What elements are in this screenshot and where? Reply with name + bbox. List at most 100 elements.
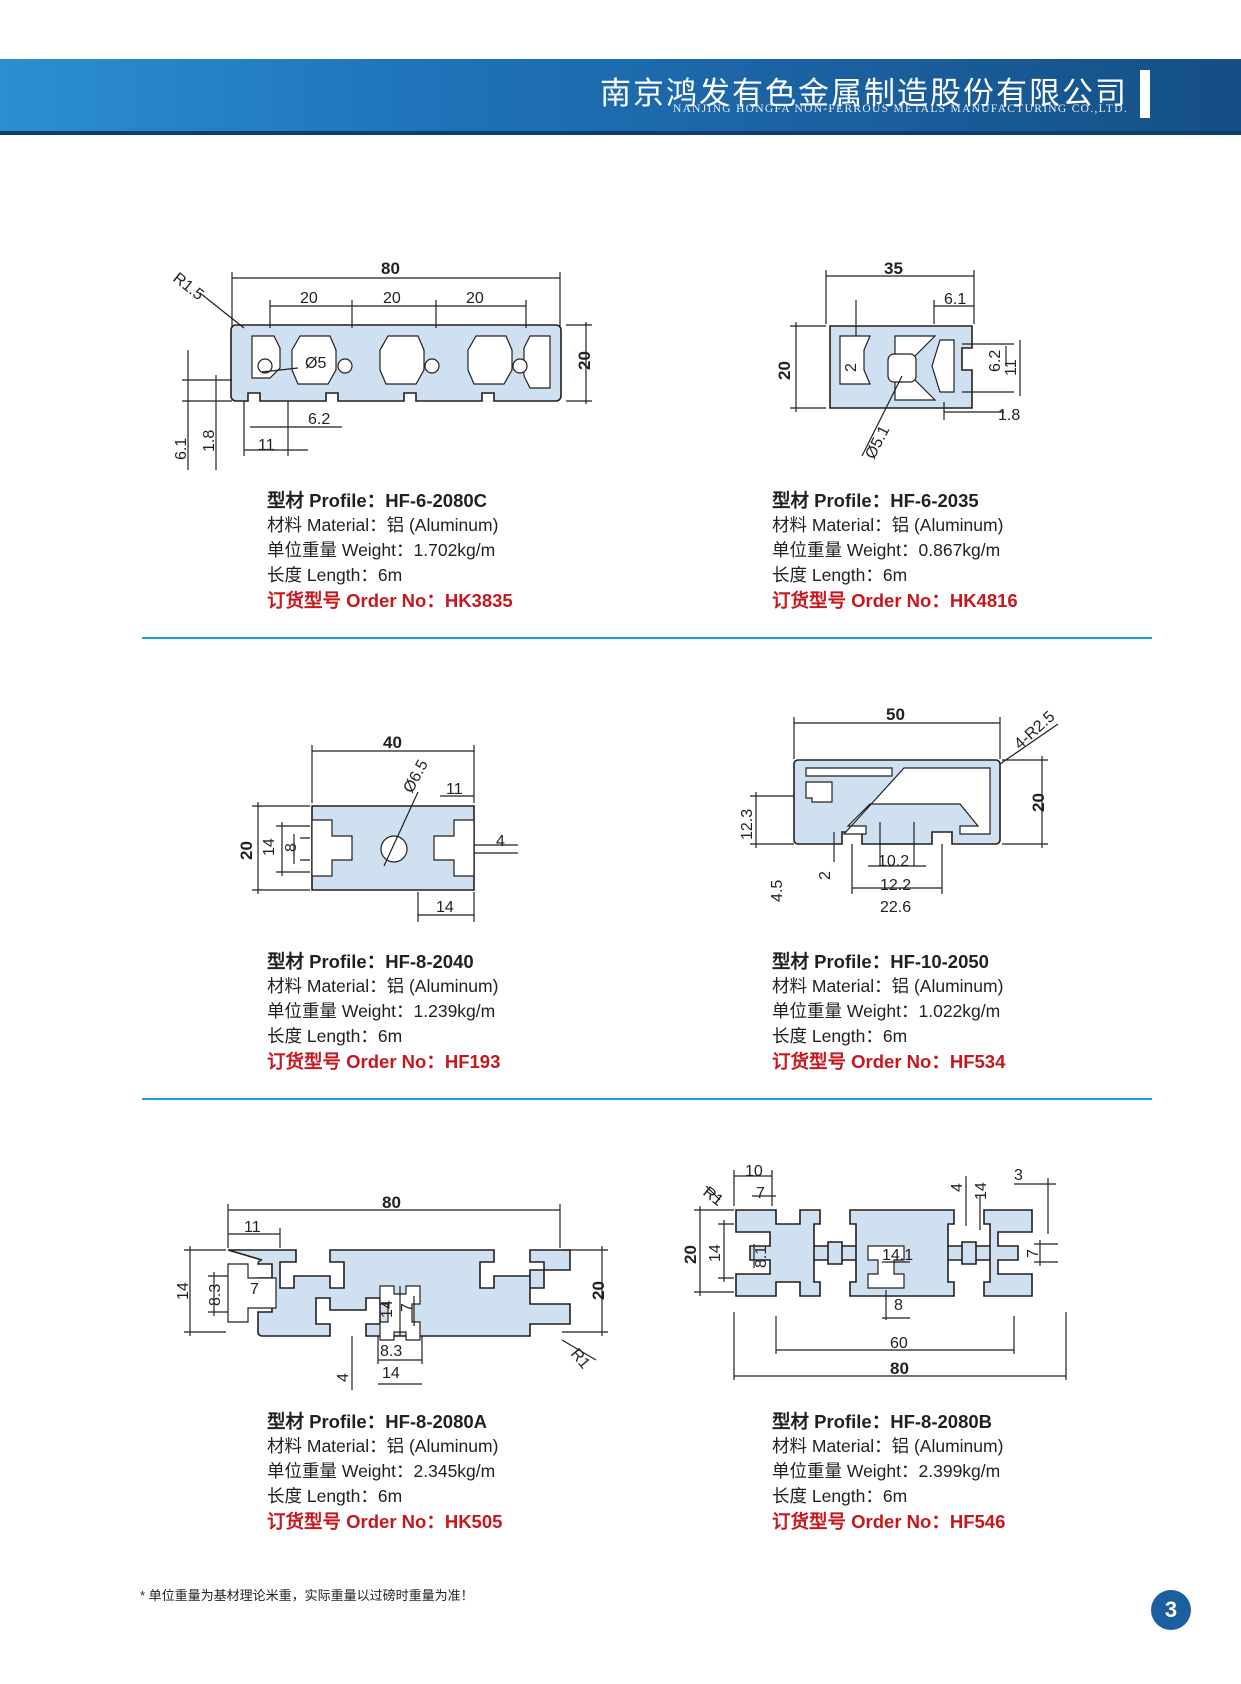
dim-gap-2040: 4 bbox=[496, 833, 505, 850]
dim-width-2080b: 80 bbox=[890, 1359, 909, 1378]
length-value: 6m bbox=[377, 1026, 403, 1046]
dim-height-2035: 20 bbox=[775, 361, 794, 380]
order-number: HF534 bbox=[949, 1051, 1006, 1072]
label-material: 材料 Material： bbox=[772, 1436, 892, 1456]
dim-right-a-2080b: 4 bbox=[949, 1183, 966, 1192]
company-name-cn: 南京鸿发有色金属制造股份有限公司 bbox=[600, 76, 1128, 112]
label-weight: 单位重量 Weight： bbox=[267, 1001, 414, 1021]
dim-lip-2035: 1.8 bbox=[998, 407, 1020, 424]
profile-code: HF-8-2080B bbox=[890, 1411, 993, 1432]
footnote: * 单位重量为基材理论米重，实际重量以过磅时重量为准！ bbox=[140, 1588, 474, 1603]
dim-pitch-c-2080c: 20 bbox=[466, 290, 484, 307]
spec-block-2080c: 型材 Profile：HF-6-2080C 材料 Material：铝 (Alu… bbox=[267, 488, 513, 613]
spec-block-2050: 型材 Profile：HF-10-2050 材料 Material：铝 (Alu… bbox=[772, 949, 1005, 1074]
dim-slot-2080a: 8.3 bbox=[207, 1284, 224, 1306]
dim-width-2050: 50 bbox=[886, 705, 905, 724]
label-weight: 单位重量 Weight： bbox=[772, 1461, 919, 1481]
dim-right-b-2080b: 14 bbox=[973, 1182, 990, 1200]
label-profile: 型材 Profile： bbox=[772, 951, 891, 972]
dim-inner-2080b: 60 bbox=[890, 1335, 908, 1352]
weight-value: 2.399kg/m bbox=[918, 1461, 1001, 1481]
label-material: 材料 Material： bbox=[267, 976, 387, 996]
dim-wall-2035: 2 bbox=[843, 363, 860, 372]
dim-height-2040: 20 bbox=[237, 841, 256, 860]
dim-tooth-2080a: 7 bbox=[250, 1281, 259, 1298]
label-weight: 单位重量 Weight： bbox=[772, 1001, 919, 1021]
label-material: 材料 Material： bbox=[267, 1436, 387, 1456]
dim-inner-b-2035: 11 bbox=[1003, 359, 1020, 376]
dim-slot-h-2040: 8 bbox=[283, 843, 300, 852]
header-banner bbox=[0, 59, 1241, 131]
label-material: 材料 Material： bbox=[267, 515, 387, 535]
weight-value: 0.867kg/m bbox=[918, 540, 1001, 560]
profile-code: HF-8-2080A bbox=[385, 1411, 488, 1432]
label-weight: 单位重量 Weight： bbox=[267, 1461, 414, 1481]
dim-opening-2080c: 11 bbox=[258, 437, 275, 454]
spec-block-2040: 型材 Profile：HF-8-2040 材料 Material：铝 (Alum… bbox=[267, 949, 500, 1074]
company-name-en: NANJING HONGFA NON-FERROUS METALS MANUFA… bbox=[672, 103, 1128, 115]
weight-value: 1.702kg/m bbox=[413, 540, 496, 560]
dim-right-c-2080b: 3 bbox=[1014, 1167, 1023, 1184]
dim-bottom-w-2040: 14 bbox=[436, 899, 454, 916]
dim-slot-2080b: 8.1 bbox=[753, 1246, 770, 1268]
material-value: 铝 (Aluminum) bbox=[386, 976, 499, 996]
page-number: 3 bbox=[1151, 1590, 1191, 1630]
dim-pitch-b-2080c: 20 bbox=[383, 290, 401, 307]
profile-code: HF-6-2035 bbox=[890, 490, 979, 511]
dim-depth-a-2080c: 6.1 bbox=[173, 438, 190, 460]
header-underline bbox=[0, 131, 1241, 135]
dim-width-2035: 35 bbox=[884, 259, 903, 278]
label-profile: 型材 Profile： bbox=[267, 1411, 386, 1432]
dim-slot-2035: 6.1 bbox=[944, 291, 966, 308]
label-profile: 型材 Profile： bbox=[267, 951, 386, 972]
label-profile: 型材 Profile： bbox=[772, 1411, 891, 1432]
dim-right-d-2080b: 7 bbox=[1025, 1249, 1042, 1258]
label-length: 长度 Length： bbox=[267, 1486, 378, 1506]
label-order: 订货型号 Order No： bbox=[772, 590, 950, 611]
header-accent-bar bbox=[1140, 70, 1150, 118]
label-length: 长度 Length： bbox=[267, 565, 378, 585]
length-value: 6m bbox=[882, 1026, 908, 1046]
dim-mid-w-2080a: 8.3 bbox=[380, 1343, 402, 1360]
dim-inner-h-2080a: 14 bbox=[175, 1282, 192, 1300]
profile-code: HF-10-2050 bbox=[890, 951, 989, 972]
order-number: HK3835 bbox=[444, 590, 513, 611]
dim-slot-c-2050: 22.6 bbox=[880, 899, 911, 916]
dim-left-a-2080b: 10 bbox=[745, 1163, 763, 1180]
label-order: 订货型号 Order No： bbox=[267, 590, 445, 611]
section-divider-1 bbox=[142, 637, 1152, 639]
dim-radius-2080b: R1 bbox=[700, 1184, 727, 1210]
dim-gap-2080a: 4 bbox=[335, 1373, 352, 1382]
order-number: HK4816 bbox=[949, 590, 1018, 611]
dim-bottom-w-2080a: 14 bbox=[382, 1365, 400, 1382]
material-value: 铝 (Aluminum) bbox=[891, 976, 1004, 996]
label-order: 订货型号 Order No： bbox=[267, 1511, 445, 1532]
label-profile: 型材 Profile： bbox=[772, 490, 891, 511]
weight-value: 2.345kg/m bbox=[413, 1461, 496, 1481]
length-value: 6m bbox=[882, 565, 908, 585]
order-number: HK505 bbox=[444, 1511, 503, 1532]
spec-block-2080a: 型材 Profile：HF-8-2080A 材料 Material：铝 (Alu… bbox=[267, 1409, 502, 1534]
dim-mid-2080b: 14.1 bbox=[882, 1247, 913, 1264]
label-order: 订货型号 Order No： bbox=[772, 1051, 950, 1072]
dim-inner-h-2080b: 14 bbox=[707, 1244, 724, 1262]
length-value: 6m bbox=[377, 1486, 403, 1506]
dim-height-2080a: 20 bbox=[589, 1281, 608, 1300]
label-length: 长度 Length： bbox=[772, 1486, 883, 1506]
dim-left-b-2080b: 7 bbox=[756, 1185, 765, 1202]
dim-wall-2050: 2 bbox=[817, 871, 834, 880]
material-value: 铝 (Aluminum) bbox=[891, 1436, 1004, 1456]
label-material: 材料 Material： bbox=[772, 976, 892, 996]
dim-slot-b-2050: 12.2 bbox=[880, 877, 911, 894]
dim-width-2080c: 80 bbox=[381, 259, 400, 278]
dim-depth-a-2050: 12.3 bbox=[739, 809, 756, 840]
label-order: 订货型号 Order No： bbox=[772, 1511, 950, 1532]
dim-depth-b-2050: 4.5 bbox=[769, 880, 786, 902]
spec-block-2080b: 型材 Profile：HF-8-2080B 材料 Material：铝 (Alu… bbox=[772, 1409, 1005, 1534]
label-profile: 型材 Profile： bbox=[267, 490, 386, 511]
